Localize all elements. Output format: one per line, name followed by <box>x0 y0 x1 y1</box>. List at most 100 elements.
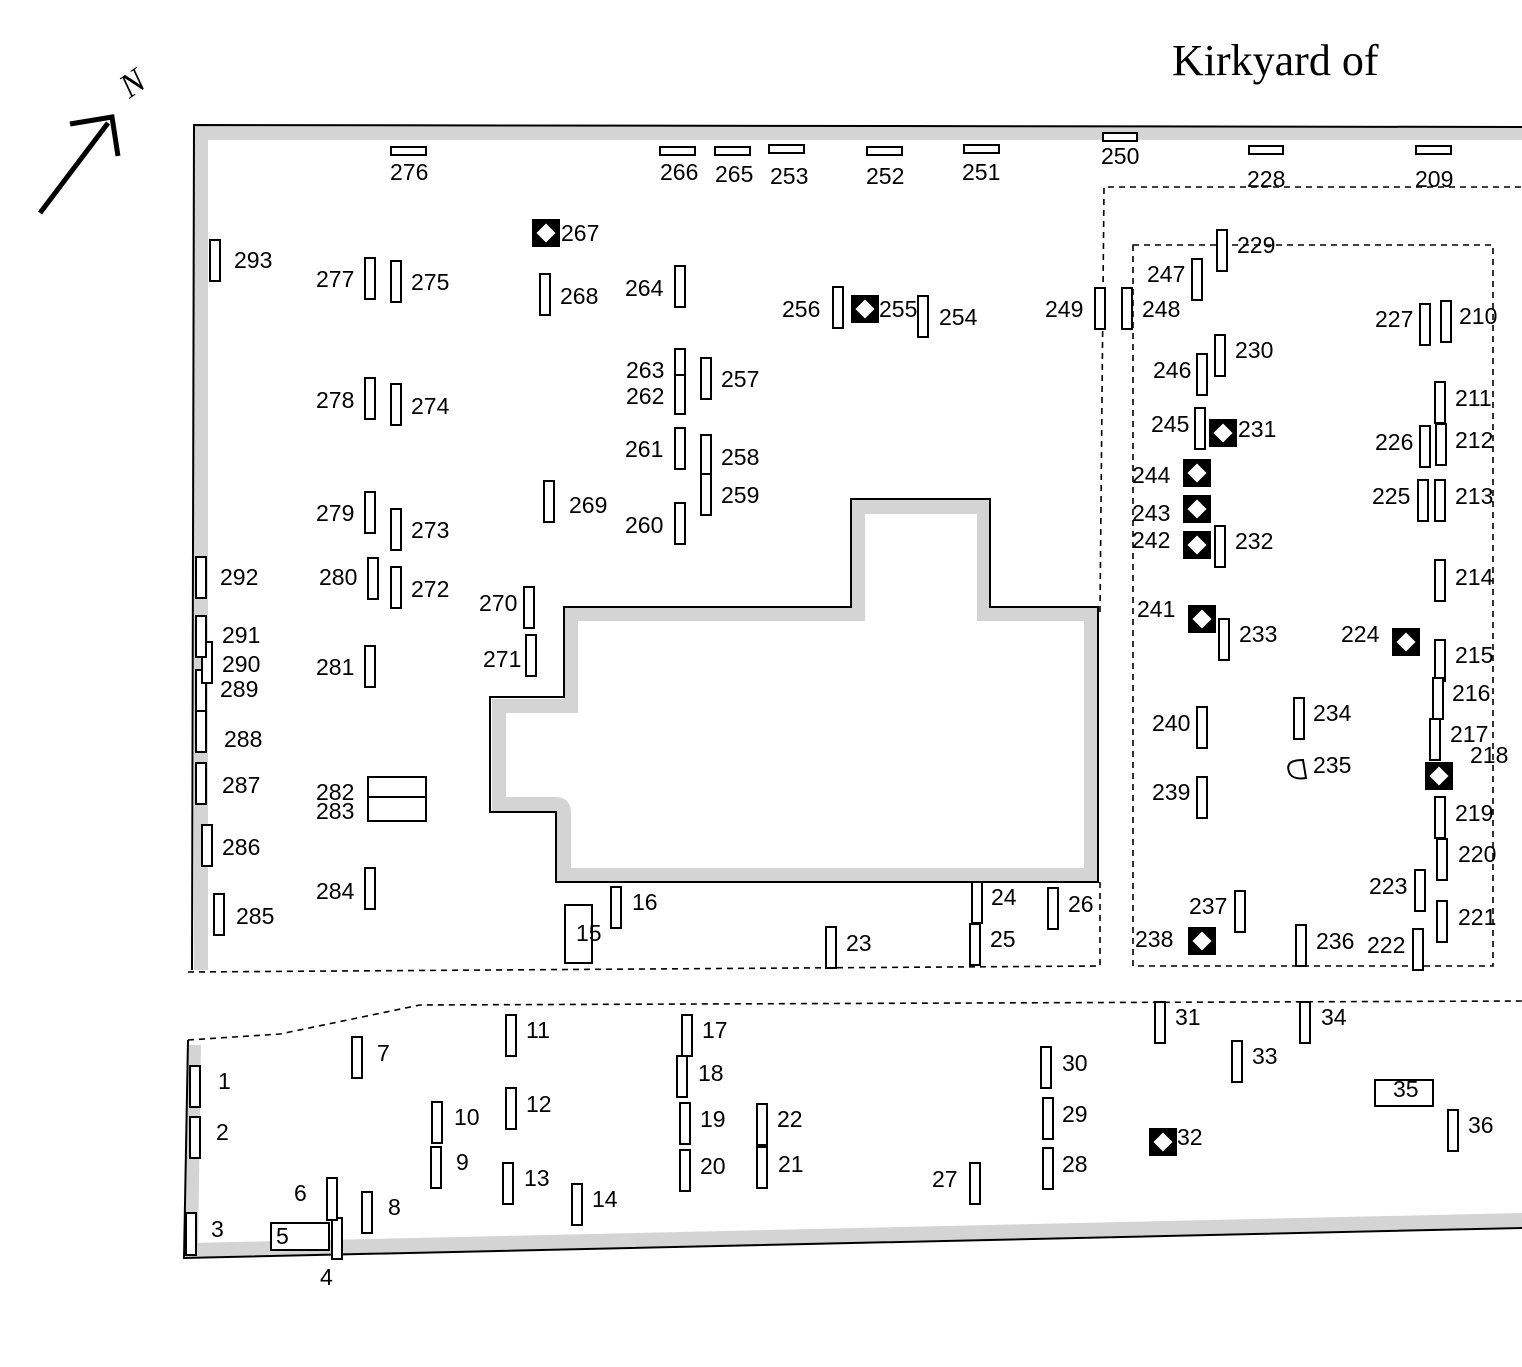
grave-stone-214 <box>1434 559 1446 602</box>
grave-stone-28 <box>1042 1147 1054 1190</box>
diamond-icon <box>1213 423 1233 443</box>
grave-label-221: 221 <box>1458 904 1496 930</box>
grave-stone-277 <box>364 257 376 300</box>
grave-label-265: 265 <box>715 161 753 187</box>
grave-label-266: 266 <box>660 159 698 185</box>
grave-label-226: 226 <box>1375 429 1413 455</box>
grave-label-279: 279 <box>316 500 354 526</box>
grave-stone-2 <box>189 1116 201 1159</box>
grave-label-228: 228 <box>1247 166 1285 192</box>
grave-label-248: 248 <box>1142 296 1180 322</box>
grave-stone-263 <box>674 348 686 376</box>
grave-label-217: 217 <box>1450 721 1488 747</box>
grave-stone-248 <box>1121 287 1133 330</box>
grave-stone-234 <box>1293 697 1305 740</box>
north-label: N <box>112 61 155 106</box>
grave-stone-262 <box>674 372 686 415</box>
grave-stone-23 <box>825 926 837 969</box>
grave-stone-237 <box>1234 890 1246 933</box>
grave-stone-274 <box>390 383 402 426</box>
grave-stone-250 <box>1102 132 1138 142</box>
grave-label-290: 290 <box>222 651 260 677</box>
grave-label-284: 284 <box>316 878 355 904</box>
grave-label-292: 292 <box>220 564 258 590</box>
section-boundaries <box>187 186 1522 1041</box>
grave-label-6: 6 <box>294 1180 307 1206</box>
grave-stone-257 <box>700 357 712 400</box>
grave-stone-4 <box>331 1217 343 1260</box>
grave-label-270: 270 <box>479 590 517 616</box>
grave-stone-14 <box>571 1183 583 1226</box>
grave-stone-291 <box>195 615 207 658</box>
grave-stone-236 <box>1295 924 1307 967</box>
grave-stone-34 <box>1299 1001 1311 1044</box>
north-arrow-icon: N <box>38 61 155 215</box>
grave-label-260: 260 <box>625 512 663 538</box>
grave-label-3: 3 <box>211 1216 224 1242</box>
grave-stone-9 <box>430 1146 442 1189</box>
marked-grave-243 <box>1183 495 1211 523</box>
grave-label-261: 261 <box>625 436 663 462</box>
grave-label-30: 30 <box>1062 1050 1088 1076</box>
grave-stone-261 <box>674 427 686 470</box>
grave-stone-265 <box>714 146 751 156</box>
grave-stone-11 <box>505 1014 517 1057</box>
grave-stone-293 <box>209 239 221 282</box>
grave-stone-209 <box>1415 145 1452 155</box>
grave-stone-233 <box>1218 618 1230 661</box>
grave-label-254: 254 <box>939 304 978 330</box>
grave-label-232: 232 <box>1235 528 1273 554</box>
grave-stone-211 <box>1434 381 1446 424</box>
grave-label-258: 258 <box>721 444 759 470</box>
grave-label-2: 2 <box>216 1119 229 1145</box>
grave-label-255: 255 <box>879 296 917 322</box>
grave-label-223: 223 <box>1369 873 1407 899</box>
grave-stone-287 <box>195 762 207 805</box>
grave-stone-281 <box>364 645 376 688</box>
grave-stone-282 <box>367 776 427 798</box>
grave-stone-222 <box>1412 928 1424 971</box>
grave-label-283: 283 <box>316 798 354 824</box>
grave-label-1: 1 <box>218 1068 231 1094</box>
grave-label-214: 214 <box>1455 564 1494 590</box>
diamond-icon <box>1187 499 1207 519</box>
grave-label-271: 271 <box>483 646 521 672</box>
grave-label-19: 19 <box>700 1106 726 1132</box>
grave-stone-219 <box>1434 796 1446 839</box>
grave-label-288: 288 <box>224 726 262 752</box>
grave-label-276: 276 <box>390 159 428 185</box>
grave-label-17: 17 <box>702 1017 728 1043</box>
grave-stone-240 <box>1196 706 1208 749</box>
marked-grave-242 <box>1183 531 1211 559</box>
grave-stone-15 <box>564 904 593 964</box>
marked-grave-255 <box>851 295 879 323</box>
grave-label-26: 26 <box>1068 891 1094 917</box>
marked-grave-238 <box>1188 927 1216 955</box>
grave-label-23: 23 <box>846 930 872 956</box>
grave-stone-229 <box>1216 229 1228 272</box>
grave-label-230: 230 <box>1235 337 1273 363</box>
grave-label-280: 280 <box>319 564 357 590</box>
grave-stone-271 <box>525 634 537 677</box>
grave-label-34: 34 <box>1321 1004 1347 1030</box>
grave-label-253: 253 <box>770 163 808 189</box>
grave-stone-223 <box>1414 869 1426 912</box>
grave-label-209: 209 <box>1415 166 1453 192</box>
grave-stone-288 <box>195 710 207 753</box>
grave-label-29: 29 <box>1062 1101 1088 1127</box>
grave-label-243: 243 <box>1132 500 1170 526</box>
grave-label-236: 236 <box>1316 928 1354 954</box>
grave-label-16: 16 <box>632 889 658 915</box>
grave-stone-284 <box>364 867 376 910</box>
marked-graves <box>532 219 1453 1156</box>
grave-label-224: 224 <box>1341 621 1380 647</box>
grave-label-269: 269 <box>569 492 607 518</box>
grave-label-11: 11 <box>526 1017 550 1043</box>
grave-label-7: 7 <box>377 1040 390 1066</box>
diamond-icon <box>1429 766 1449 786</box>
grave-label-247: 247 <box>1147 261 1185 287</box>
grave-stone-259 <box>700 473 712 516</box>
grave-stone-269 <box>543 480 555 523</box>
grave-label-31: 31 <box>1175 1004 1201 1030</box>
grave-stone-21 <box>756 1146 768 1189</box>
